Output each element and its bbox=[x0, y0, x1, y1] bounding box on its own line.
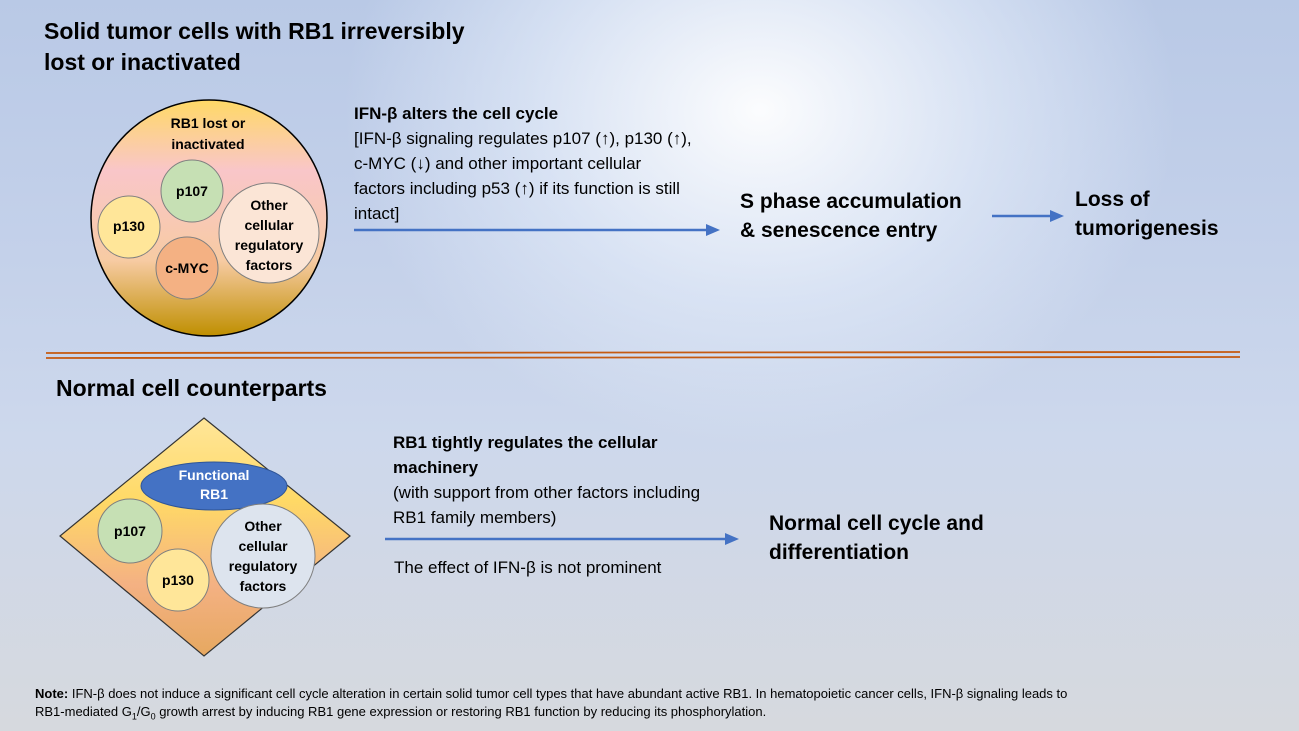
functional-rb1-line2: RB1 bbox=[200, 486, 228, 502]
loss-line1: Loss of bbox=[1075, 188, 1150, 211]
rb1-support-line1: (with support from other factors includi… bbox=[393, 483, 701, 502]
footnote-text2a: RB1-mediated G bbox=[35, 704, 132, 719]
normal-result-line2: differentiation bbox=[769, 541, 909, 564]
other-factors-normal-line4: factors bbox=[240, 578, 287, 594]
rb1-heading-line2: machinery bbox=[393, 458, 479, 477]
footnote-label: Note: bbox=[35, 686, 69, 701]
other-factors-circle bbox=[218, 182, 320, 284]
functional-rb1-line1: Functional bbox=[179, 467, 250, 483]
rb1-heading-line1: RB1 tightly regulates the cellular bbox=[393, 433, 658, 452]
s-phase-line2: & senescence entry bbox=[740, 219, 938, 242]
footnote-line1: Note: IFN-β does not induce a significan… bbox=[35, 685, 1285, 703]
ifn-beta-line4: intact] bbox=[354, 204, 400, 223]
cmyc-circle bbox=[155, 236, 219, 300]
p130-circle bbox=[97, 195, 161, 259]
p107-circle-normal bbox=[97, 498, 163, 564]
p107-label: p107 bbox=[176, 183, 208, 199]
ifn-beta-line3: factors including p53 (↑) if its functio… bbox=[354, 179, 680, 198]
ifn-beta-line1: [IFN-β signaling regulates p107 (↑), p13… bbox=[354, 129, 692, 148]
other-factors-normal-line2: cellular bbox=[238, 538, 288, 554]
rb1-regulation-block: RB1 tightly regulates the cellular machi… bbox=[393, 430, 753, 530]
p130-label: p130 bbox=[113, 218, 145, 234]
arrow-to-s-phase bbox=[354, 224, 720, 236]
top-title-line1: Solid tumor cells with RB1 irreversibly bbox=[44, 18, 465, 44]
arrow-to-loss-of-tumorigenesis bbox=[992, 210, 1064, 222]
rb1-support-line2: RB1 family members) bbox=[393, 508, 557, 527]
ifn-beta-heading: IFN-β alters the cell cycle bbox=[354, 104, 559, 123]
normal-cycle-result: Normal cell cycle and differentiation bbox=[769, 509, 984, 567]
top-section-title: Solid tumor cells with RB1 irreversibly … bbox=[44, 16, 465, 78]
other-factors-line1: Other bbox=[250, 197, 288, 213]
other-factors-normal-line1: Other bbox=[244, 518, 282, 534]
s-phase-result: S phase accumulation & senescence entry bbox=[740, 187, 962, 245]
footnote-line2: RB1-mediated G1/G0 growth arrest by indu… bbox=[35, 703, 1285, 726]
arrow-to-normal-cycle bbox=[385, 533, 739, 545]
p107-circle bbox=[160, 159, 224, 223]
rb1-lost-cell-diagram: RB1 lost or inactivated p107 p130 c-MYC … bbox=[90, 99, 328, 337]
loss-line2: tumorigenesis bbox=[1075, 217, 1219, 240]
footnote-text2b: growth arrest by inducing RB1 gene expre… bbox=[155, 704, 767, 719]
footnote-sub0: 0 bbox=[150, 711, 156, 722]
loss-of-tumorigenesis-result: Loss of tumorigenesis bbox=[1075, 185, 1219, 243]
bottom-section-title: Normal cell counterparts bbox=[56, 375, 327, 401]
rb1-lost-label-line2: inactivated bbox=[171, 136, 244, 152]
footnote-sub1: 1 bbox=[131, 711, 137, 722]
other-factors-line3: regulatory bbox=[235, 237, 304, 253]
p130-label-normal: p130 bbox=[162, 572, 194, 588]
s-phase-line1: S phase accumulation bbox=[740, 190, 962, 213]
footnote-slash: /G bbox=[136, 704, 151, 719]
ifn-effect-not-prominent: The effect of IFN-β is not prominent bbox=[394, 558, 662, 577]
section-divider bbox=[46, 351, 1241, 359]
other-factors-line2: cellular bbox=[244, 217, 294, 233]
ifn-beta-effect-block: IFN-β alters the cell cycle [IFN-β signa… bbox=[354, 101, 734, 226]
functional-rb1-oval bbox=[140, 461, 288, 511]
ifn-beta-line2: c-MYC (↓) and other important cellular bbox=[354, 154, 642, 173]
normal-result-line1: Normal cell cycle and bbox=[769, 512, 984, 535]
other-factors-circle-normal bbox=[210, 503, 316, 609]
rb1-lost-label-line1: RB1 lost or bbox=[171, 115, 246, 131]
normal-cell-diagram: Functional RB1 p107 p130 Other cellular … bbox=[59, 417, 351, 657]
p107-label-normal: p107 bbox=[114, 523, 146, 539]
p130-circle-normal bbox=[146, 548, 210, 612]
footnote-text1: IFN-β does not induce a significant cell… bbox=[71, 686, 1068, 701]
other-factors-normal-line3: regulatory bbox=[229, 558, 298, 574]
cmyc-label: c-MYC bbox=[165, 260, 209, 276]
top-title-line2: lost or inactivated bbox=[44, 49, 241, 75]
footnote: Note: IFN-β does not induce a significan… bbox=[35, 685, 1285, 726]
other-factors-line4: factors bbox=[246, 257, 293, 273]
